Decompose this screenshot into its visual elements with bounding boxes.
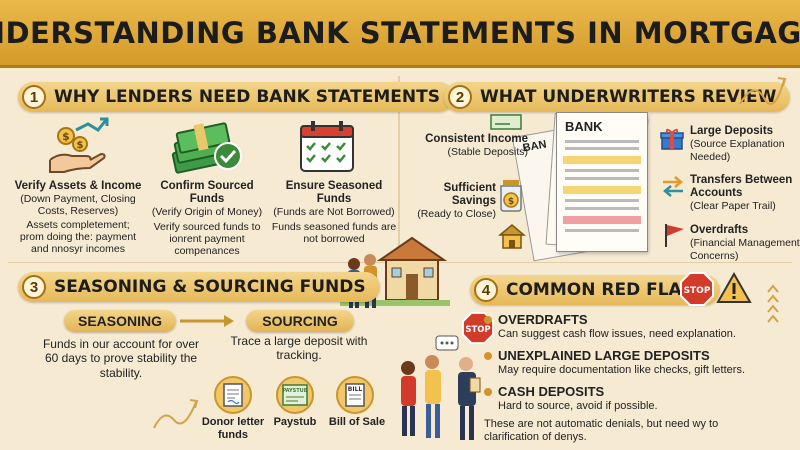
s1-col-heading: Confirm Sourced Funds bbox=[160, 180, 254, 206]
red-flag-icon bbox=[665, 224, 684, 247]
label-sub: (Financial Management Concerns) bbox=[690, 237, 800, 263]
svg-text:$: $ bbox=[62, 130, 70, 143]
label-large-deposits: Large Deposits (Source Explanation Neede… bbox=[690, 125, 798, 165]
s1-col-sub: (Down Payment, Closing Costs, Reserves) bbox=[20, 193, 136, 218]
label-sub: (Stable Deposits) bbox=[447, 146, 528, 159]
label-heading: Large Deposits bbox=[690, 125, 774, 137]
bill-icon: BILL bbox=[336, 376, 374, 414]
s1-col-desc: Assets completement; prom doing the: pay… bbox=[19, 219, 137, 256]
label-heading: Sufficient Savings bbox=[443, 182, 496, 208]
flag-description: Hard to source, avoid if possible. bbox=[498, 400, 658, 412]
label-sub: (Ready to Close) bbox=[417, 208, 496, 221]
label-heading: Consistent Income bbox=[425, 133, 528, 145]
decorative-sparkle-icon bbox=[739, 77, 787, 105]
arrow-right-icon bbox=[180, 315, 234, 327]
doc-label-bill: Bill of Sale bbox=[328, 416, 386, 428]
red-flag-cash-deposits: CASH DEPOSITS Hard to source, avoid if p… bbox=[484, 384, 788, 412]
red-flag-overdrafts: OVERDRAFTS Can suggest cash flow issues,… bbox=[484, 312, 788, 340]
s1-col-verify-assets: Verify Assets & Income (Down Payment, Cl… bbox=[14, 180, 142, 256]
page-title: UNDERSTANDING BANK STATEMENTS IN MORTGAG… bbox=[0, 15, 800, 50]
stop-sign-text: STOP bbox=[684, 286, 711, 296]
label-sub: (Source Explanation Needed) bbox=[690, 138, 785, 164]
warning-icon bbox=[716, 272, 752, 303]
transfer-arrows-icon bbox=[663, 176, 683, 197]
section-2-header: 2 WHAT UNDERWRITERS REVIEW bbox=[444, 82, 791, 112]
s1-col-confirm-sourced: Confirm Sourced Funds (Verify Origin of … bbox=[143, 180, 271, 257]
flag-heading: CASH DEPOSITS bbox=[498, 384, 605, 399]
section-3-number: 3 bbox=[22, 275, 46, 299]
house-money-icon bbox=[498, 224, 526, 249]
gift-icon bbox=[660, 128, 684, 150]
highlight-overdraft bbox=[563, 216, 641, 224]
bill-tag: BILL bbox=[348, 386, 363, 393]
section-2-title: WHAT UNDERWRITERS REVIEW bbox=[480, 87, 777, 107]
label-heading: Overdrafts bbox=[690, 224, 749, 236]
bullet-dot bbox=[484, 316, 492, 324]
label-heading: Transfers Between Accounts bbox=[690, 174, 793, 200]
stop-sign-small-text: STOP bbox=[465, 324, 490, 334]
sourcing-pill: SOURCING bbox=[246, 310, 354, 332]
section-3-header: 3 SEASONING & SOURCING FUNDS bbox=[18, 272, 380, 302]
label-transfers: Transfers Between Accounts (Clear Paper … bbox=[690, 174, 798, 214]
letter-icon bbox=[214, 376, 252, 414]
s1-col-sub: (Verify Origin of Money) bbox=[151, 206, 263, 219]
paystub-icon: PAYSTUB bbox=[276, 376, 314, 414]
red-flag-large-deposits: UNEXPLAINED LARGE DEPOSITS May require d… bbox=[484, 348, 788, 376]
highlight-savings bbox=[563, 186, 641, 194]
section-3-title: SEASONING & SOURCING FUNDS bbox=[54, 277, 366, 297]
s1-col-sub: (Funds are Not Borrowed) bbox=[273, 206, 395, 219]
flag-heading: UNEXPLAINED LARGE DEPOSITS bbox=[498, 348, 710, 363]
highlight-income bbox=[563, 156, 641, 164]
bullet-dot bbox=[484, 352, 492, 360]
stop-sign-icon: STOP bbox=[680, 272, 714, 306]
sourcing-description: Trace a large deposit with tracking. bbox=[230, 334, 368, 363]
savings-jar-icon: $ bbox=[500, 180, 522, 212]
red-flags-footnote: These are not automatic denials, but nee… bbox=[484, 418, 719, 444]
doc-label-donor: Donor letter funds bbox=[201, 416, 265, 442]
section-4-title: COMMON RED FLAGS bbox=[506, 280, 708, 300]
flag-heading: OVERDRAFTS bbox=[498, 312, 588, 327]
s1-col-desc: Funds seasoned funds are not borrowed bbox=[271, 220, 397, 245]
people-discussion-illustration bbox=[401, 335, 481, 440]
seasoning-description: Funds in our account for over 60 days to… bbox=[42, 337, 200, 380]
label-sufficient-savings: Sufficient Savings (Ready to Close) bbox=[404, 182, 496, 222]
cash-check-icon bbox=[171, 122, 242, 174]
s1-col-heading: Ensure Seasoned Funds bbox=[285, 180, 383, 206]
section-1-header: 1 WHY LENDERS NEED BANK STATEMENTS bbox=[18, 82, 454, 112]
paystub-tag: PAYSTUB bbox=[282, 388, 307, 394]
bank-statement-front: BANK bbox=[556, 112, 648, 252]
s1-col-desc: Verify sourced funds to ionrent payment … bbox=[153, 220, 261, 257]
section-divider-vertical bbox=[398, 76, 400, 266]
section-2-number: 2 bbox=[448, 85, 472, 109]
calendar-check-icon bbox=[300, 121, 354, 172]
label-sub: (Clear Paper Trail) bbox=[690, 200, 776, 213]
label-overdrafts: Overdrafts (Financial Management Concern… bbox=[690, 224, 800, 264]
flag-description: Can suggest cash flow issues, need expla… bbox=[498, 328, 736, 340]
s1-col-heading: Verify Assets & Income bbox=[14, 180, 142, 192]
flag-description: May require documentation like checks, g… bbox=[498, 364, 746, 376]
label-consistent-income: Consistent Income (Stable Deposits) bbox=[418, 133, 528, 159]
bullet-dot bbox=[484, 388, 492, 396]
couple-house-illustration bbox=[340, 236, 450, 308]
doc-label-paystub: Paystub bbox=[273, 416, 317, 428]
svg-text:$: $ bbox=[508, 197, 514, 207]
decorative-squiggle-icon bbox=[153, 399, 199, 429]
title-banner: UNDERSTANDING BANK STATEMENTS IN MORTGAG… bbox=[0, 0, 800, 68]
seasoning-pill: SEASONING bbox=[64, 310, 176, 332]
s1-col-ensure-seasoned: Ensure Seasoned Funds (Funds are Not Bor… bbox=[270, 180, 398, 245]
section-1-number: 1 bbox=[22, 85, 46, 109]
hand-coins-icon: $ $ bbox=[49, 117, 109, 173]
svg-text:$: $ bbox=[77, 140, 84, 151]
section-1-title: WHY LENDERS NEED BANK STATEMENTS bbox=[54, 87, 440, 107]
bank-statement-label: BANK bbox=[565, 119, 603, 134]
section-4-number: 4 bbox=[474, 278, 498, 302]
check-icon bbox=[490, 114, 522, 130]
decorative-chevrons-icon bbox=[767, 284, 779, 323]
section-4-header: 4 COMMON RED FLAGS bbox=[470, 275, 720, 305]
